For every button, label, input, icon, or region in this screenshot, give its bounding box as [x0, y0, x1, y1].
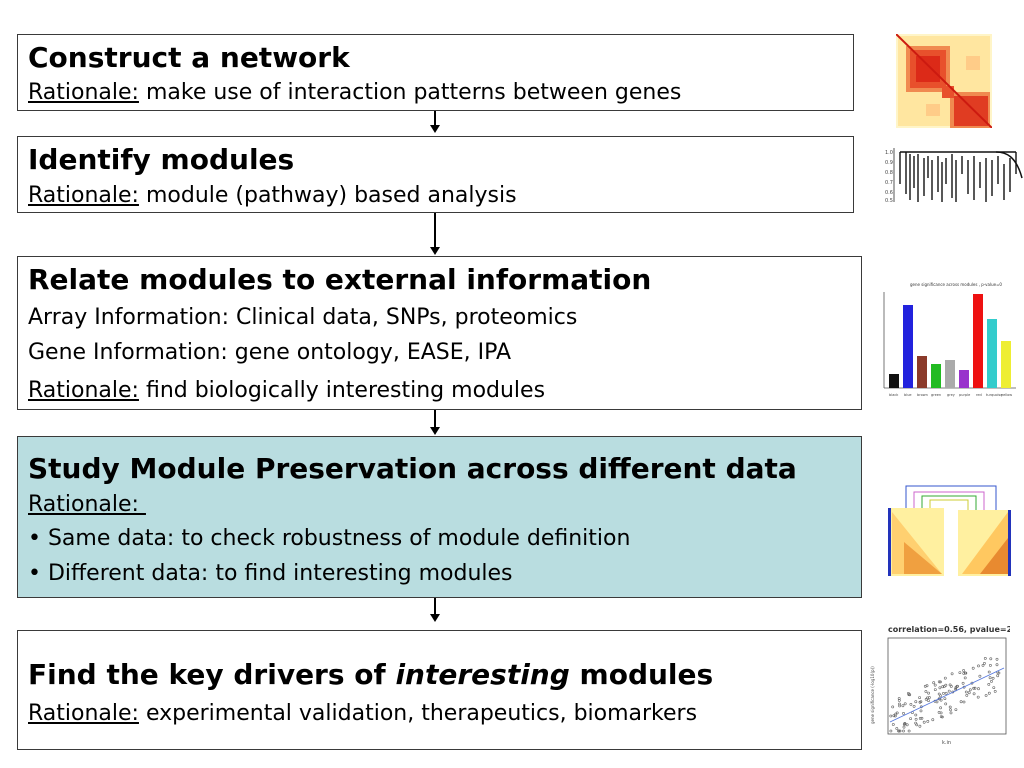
step-title: Identify modules — [28, 143, 295, 176]
svg-text:yellow: yellow — [1001, 393, 1012, 397]
svg-text:0.5: 0.5 — [885, 198, 893, 204]
svg-text:black: black — [889, 393, 899, 397]
svg-text:0.6: 0.6 — [885, 190, 893, 196]
step-box-key-drivers: Find the key drivers of interesting modu… — [17, 630, 862, 750]
step-rationale: Rationale: module (pathway) based analys… — [28, 181, 517, 210]
scatter-y-label: gene significance (-log10(p)) — [870, 666, 875, 724]
step-box-construct-network: Construct a network Rationale: make use … — [17, 34, 854, 111]
svg-text:green: green — [931, 393, 941, 397]
title-part: Find the key drivers of — [28, 658, 396, 691]
title-emphasis: interesting — [395, 658, 570, 691]
rationale-label: Rationale: — [28, 701, 139, 726]
title-part: modules — [569, 658, 714, 691]
scatter-plot-thumbnail: correlation=0.56, pvalue=2.2e-16 gene si… — [868, 624, 1024, 746]
svg-text:turquoise: turquoise — [986, 393, 1003, 397]
step-title: Relate modules to external information — [28, 263, 652, 296]
module-preservation-thumbnail — [884, 482, 1012, 578]
step-title: Construct a network — [28, 41, 350, 74]
rationale-label: Rationale: — [28, 80, 139, 105]
step-box-module-preservation: Study Module Preservation across differe… — [17, 436, 862, 598]
network-heatmap-thumbnail — [895, 33, 993, 129]
module-significance-barchart-thumbnail: gene significance across modules , p-val… — [870, 280, 1018, 400]
svg-text:0.8: 0.8 — [885, 170, 893, 176]
step-rationale: Rationale: make use of interaction patte… — [28, 78, 681, 107]
array-information: Array Information: Clinical data, SNPs, … — [28, 305, 578, 330]
svg-text:0.9: 0.9 — [885, 160, 893, 166]
rationale-text: find biologically interesting modules — [138, 378, 546, 403]
step-rationale: Rationale: — [28, 490, 146, 519]
step-box-identify-modules: Identify modules Rationale: module (path… — [17, 136, 854, 213]
bar-chart-title: gene significance across modules , p-val… — [910, 282, 1002, 287]
svg-text:brown: brown — [917, 393, 928, 397]
svg-text:red: red — [976, 393, 982, 397]
rationale-text: make use of interaction patterns between… — [138, 80, 682, 105]
step-box-relate-modules: Relate modules to external information A… — [17, 256, 862, 410]
svg-text:1.0: 1.0 — [885, 150, 893, 156]
svg-text:purple: purple — [959, 393, 970, 397]
svg-text:blue: blue — [904, 393, 912, 397]
rationale-label: Rationale: — [28, 378, 139, 403]
svg-text:0.7: 0.7 — [885, 180, 893, 186]
step-rationale: Rationale: find biologically interesting… — [28, 376, 545, 405]
rationale-text: module (pathway) based analysis — [138, 183, 517, 208]
step-title: Study Module Preservation across differe… — [28, 452, 797, 485]
rationale-label: Rationale: — [28, 492, 146, 517]
bullet-different-data: • Different data: to find interesting mo… — [28, 561, 513, 586]
bullet-same-data: • Same data: to check robustness of modu… — [28, 526, 631, 551]
scatter-title: correlation=0.56, pvalue=2.2e-16 — [888, 625, 1010, 634]
scatter-x-label: k.in — [942, 740, 951, 746]
step-title: Find the key drivers of interesting modu… — [28, 658, 713, 692]
rationale-text: experimental validation, therapeutics, b… — [138, 701, 698, 726]
svg-text:grey: grey — [947, 393, 955, 397]
dendrogram-thumbnail: 1.0 0.9 0.8 0.7 0.6 0.5 — [884, 144, 1024, 206]
gene-information: Gene Information: gene ontology, EASE, I… — [28, 340, 512, 365]
rationale-label: Rationale: — [28, 183, 139, 208]
step-rationale: Rationale: experimental validation, ther… — [28, 699, 697, 728]
